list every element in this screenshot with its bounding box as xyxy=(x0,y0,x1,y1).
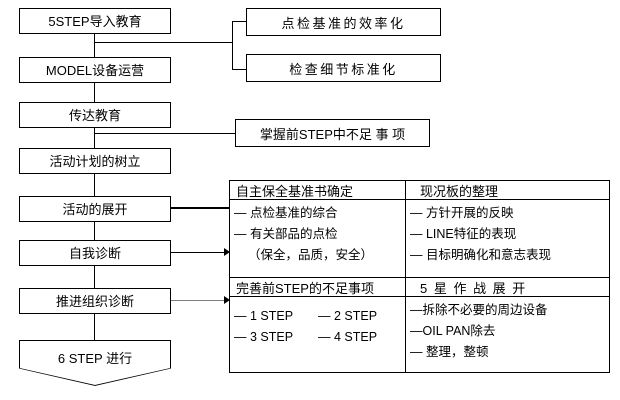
connector-trunk-6 xyxy=(94,266,95,288)
table-list-item: — 有关部品的点检 xyxy=(234,227,338,241)
table-header-status-board-arrangement: 现况板的整理 xyxy=(406,181,610,199)
node-label: 点检基准的效率化 xyxy=(281,15,406,31)
table-list-item: — 整理，整顿 xyxy=(410,345,489,359)
connector-promote-diagnosis-to-table xyxy=(171,300,226,301)
node-label: 传达教育 xyxy=(68,107,121,123)
table-list-item: — 点检基准的综合 xyxy=(234,206,338,220)
table-list-item: —OIL PAN除去 xyxy=(410,324,496,338)
node-inspection-detail-standardization[interactable]: 检查细节标准化 xyxy=(246,54,441,82)
table-list-item: — 2 STEP xyxy=(318,309,378,323)
table-list-item: — LINE特征的表现 xyxy=(410,227,517,241)
node-label: 掌握前STEP中不足 事 项 xyxy=(259,126,406,142)
connector-bracket-vertical xyxy=(232,21,233,69)
node-label: 5STEP导入教育 xyxy=(48,13,142,29)
connector-trunk-3 xyxy=(94,128,95,148)
arrowhead-icon-self-diagnosis xyxy=(224,248,230,256)
table-header-five-star-campaign: 5 星 作 战 展 开 xyxy=(406,278,610,296)
node-label: 推进组织诊断 xyxy=(55,293,134,309)
table-list-item: （保全，品质，安全） xyxy=(248,248,374,262)
table-cell-improve-previous-step-shortage: — 1 STEP — 2 STEP — 3 STEP — 4 STEP xyxy=(230,297,405,373)
table-header-autonomous-maintenance-standard: 自主保全基准书确定 xyxy=(230,181,405,199)
table-list-item: —拆除不必要的周边设备 xyxy=(410,303,548,317)
table-list-row: — 3 STEP — 4 STEP xyxy=(234,327,405,348)
connector-trunk-7 xyxy=(94,314,95,340)
connector-bracket-branch-top xyxy=(232,21,246,22)
table-cell-five-star-campaign: —拆除不必要的周边设备 —OIL PAN除去 — 整理，整顿 xyxy=(406,297,610,373)
connector-activity-to-table xyxy=(171,207,230,209)
node-label: MODEL设备运营 xyxy=(45,62,145,78)
connector-to-grasp-step-box xyxy=(94,133,235,134)
node-inspection-standard-efficiency[interactable]: 点检基准的效率化 xyxy=(246,8,441,36)
node-transmission-education[interactable]: 传达教育 xyxy=(19,102,171,128)
table-column-divider xyxy=(405,181,406,372)
table-list-item: — 方针开展的反映 xyxy=(410,206,514,220)
node-step-intro-education[interactable]: 5STEP导入教育 xyxy=(19,8,171,34)
table-list-item: — 1 STEP xyxy=(234,309,294,323)
table-header-divider-bottom xyxy=(230,296,609,297)
connector-trunk-2 xyxy=(94,83,95,102)
table-cell-autonomous-maintenance-standard: — 点检基准的综合 — 有关部品的点检 （保全，品质，安全） xyxy=(230,200,405,277)
node-label: 6 STEP 进行 xyxy=(57,351,133,366)
node-label: 活动计划的树立 xyxy=(49,153,141,169)
connector-trunk-5 xyxy=(94,222,95,240)
node-promote-organization-diagnosis[interactable]: 推进组织诊断 xyxy=(19,288,171,314)
table-list-item: — 4 STEP xyxy=(318,330,378,344)
table-header-divider-top xyxy=(230,199,609,200)
table-header-label: 完善前STEP的不足事项 xyxy=(236,280,374,296)
table-list-row: — 1 STEP — 2 STEP xyxy=(234,306,405,327)
table-list-item: — 3 STEP xyxy=(234,330,294,344)
connector-trunk-1 xyxy=(94,34,95,57)
node-self-diagnosis[interactable]: 自我诊断 xyxy=(19,240,171,266)
node-activity-plan-establish[interactable]: 活动计划的树立 xyxy=(19,148,171,174)
table-header-label: 现况板的整理 xyxy=(420,183,499,199)
connector-bracket-stem xyxy=(94,42,232,43)
connector-trunk-4 xyxy=(94,174,95,196)
node-grasp-previous-step-shortage[interactable]: 掌握前STEP中不足 事 项 xyxy=(235,119,430,147)
node-activity-deployment[interactable]: 活动的展开 xyxy=(19,196,171,222)
connector-self-diagnosis-to-table xyxy=(171,252,226,253)
node-model-equipment-operation[interactable]: MODEL设备运营 xyxy=(19,57,171,83)
node-label: 自我诊断 xyxy=(68,245,121,261)
connector-bracket-branch-bottom xyxy=(232,69,246,70)
detail-table: 自主保全基准书确定 — 点检基准的综合 — 有关部品的点检 （保全，品质，安全）… xyxy=(229,180,610,373)
arrowhead-icon-promote-diagnosis xyxy=(224,296,230,304)
table-cell-status-board-arrangement: — 方针开展的反映 — LINE特征的表现 — 目标明确化和意志表现 xyxy=(406,200,610,277)
node-label: 检查细节标准化 xyxy=(289,61,398,77)
table-list-item: — 目标明确化和意志表现 xyxy=(410,248,551,262)
node-step-6-proceed[interactable]: 6 STEP 进行 xyxy=(19,340,171,386)
table-section-divider xyxy=(230,277,609,278)
table-header-label: 自主保全基准书确定 xyxy=(236,183,354,199)
table-header-label: 5 星 作 战 展 开 xyxy=(420,280,527,296)
table-header-improve-previous-step-shortage: 完善前STEP的不足事项 xyxy=(230,278,405,296)
pentagon-outline-icon xyxy=(19,340,171,386)
node-label: 活动的展开 xyxy=(62,201,128,217)
